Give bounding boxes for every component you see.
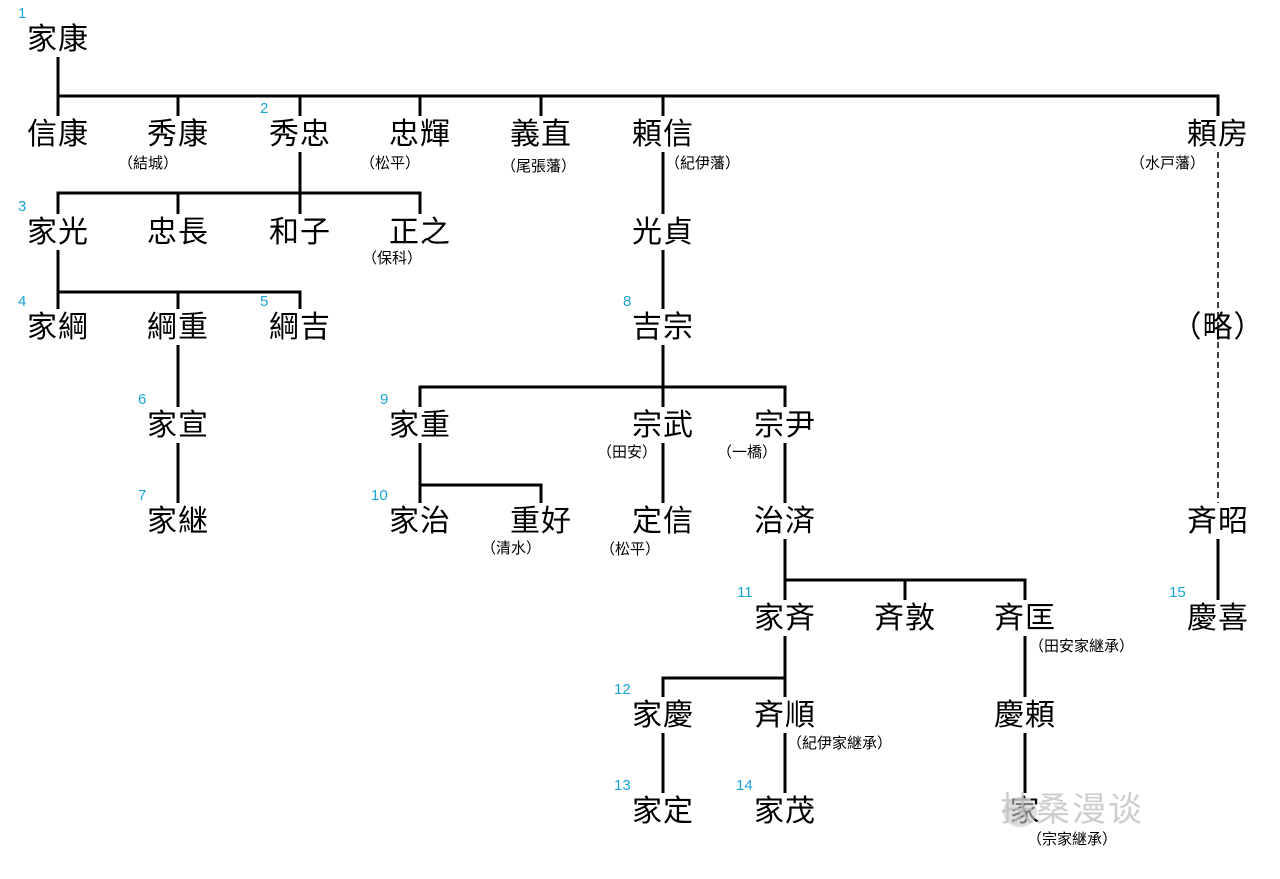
person-name: 正之 xyxy=(389,215,451,250)
shogun-number: 3 xyxy=(18,198,27,215)
person-name: 光貞 xyxy=(632,215,694,250)
family-note: （田安） xyxy=(597,443,658,461)
person-name: 家綱 xyxy=(27,310,89,345)
shogun-number: 6 xyxy=(138,391,147,408)
shogun-number: 14 xyxy=(736,777,753,794)
person-name: 斉匡 xyxy=(994,601,1056,636)
person-name: 家康 xyxy=(27,22,89,57)
person-name: 頼房 xyxy=(1187,117,1249,152)
person-name: 吉宗 xyxy=(632,310,694,345)
watermark-logo-icon xyxy=(1003,797,1037,827)
shogun-number: 8 xyxy=(623,293,632,310)
person-name: 綱吉 xyxy=(269,310,331,345)
family-note: （一橋） xyxy=(717,443,778,461)
shogun-number: 5 xyxy=(260,293,269,310)
person-name: 綱重 xyxy=(147,310,209,345)
person-name: 重好 xyxy=(510,504,572,539)
person-name: 家慶 xyxy=(632,698,694,733)
person-name: 家定 xyxy=(632,794,694,829)
family-note: （紀伊家継承） xyxy=(787,734,893,752)
person-name: 斉昭 xyxy=(1187,504,1249,539)
shogun-number: 4 xyxy=(18,293,27,310)
shogun-number: 1 xyxy=(18,5,27,22)
person-name: 忠輝 xyxy=(389,117,451,152)
person-name: 家光 xyxy=(27,215,89,250)
shogun-number: 7 xyxy=(138,487,147,504)
family-note: （松平） xyxy=(360,154,421,172)
family-note: （紀伊藩） xyxy=(665,154,741,172)
person-name: （略） xyxy=(1171,310,1265,345)
person-name: 家重 xyxy=(389,408,451,443)
shogun-number: 10 xyxy=(371,487,388,504)
person-name: 家治 xyxy=(389,504,451,539)
shogun-number: 15 xyxy=(1169,584,1186,601)
person-name: 家宣 xyxy=(147,408,209,443)
family-note: （松平） xyxy=(600,540,661,558)
shogun-number: 12 xyxy=(614,681,631,698)
family-note: （清水） xyxy=(481,539,542,557)
shogun-number: 11 xyxy=(737,584,753,601)
person-name: 家茂 xyxy=(754,794,816,829)
family-note: （結城） xyxy=(118,154,179,172)
person-name: 治済 xyxy=(754,504,816,539)
person-name: 信康 xyxy=(27,117,89,152)
person-name: 忠長 xyxy=(147,215,209,250)
person-name: 頼信 xyxy=(632,117,694,152)
person-name: 義直 xyxy=(510,117,572,152)
shogun-number: 9 xyxy=(380,391,389,408)
person-name: 斉順 xyxy=(754,698,816,733)
person-name: 家継 xyxy=(147,504,209,539)
family-note: （宗家継承） xyxy=(1027,830,1118,848)
family-note: （水戸藩） xyxy=(1130,154,1206,172)
person-name: 家斉 xyxy=(754,601,816,636)
person-name: 秀康 xyxy=(147,117,209,152)
person-name: 定信 xyxy=(632,504,694,539)
family-note: （田安家継承） xyxy=(1029,637,1135,655)
shogun-number: 13 xyxy=(614,777,631,794)
person-name: 慶頼 xyxy=(994,698,1056,733)
family-note: （尾張藩） xyxy=(501,157,577,175)
shogun-number: 2 xyxy=(260,100,269,117)
person-name: 和子 xyxy=(269,215,331,250)
watermark: 扶桑漫谈 xyxy=(1000,790,1144,830)
person-name: 斉敦 xyxy=(874,601,936,636)
person-name: 宗尹 xyxy=(754,408,816,443)
person-name: 宗武 xyxy=(632,408,694,443)
family-note: （保科） xyxy=(362,249,423,267)
person-name: 秀忠 xyxy=(269,117,331,152)
person-name: 慶喜 xyxy=(1187,601,1249,636)
